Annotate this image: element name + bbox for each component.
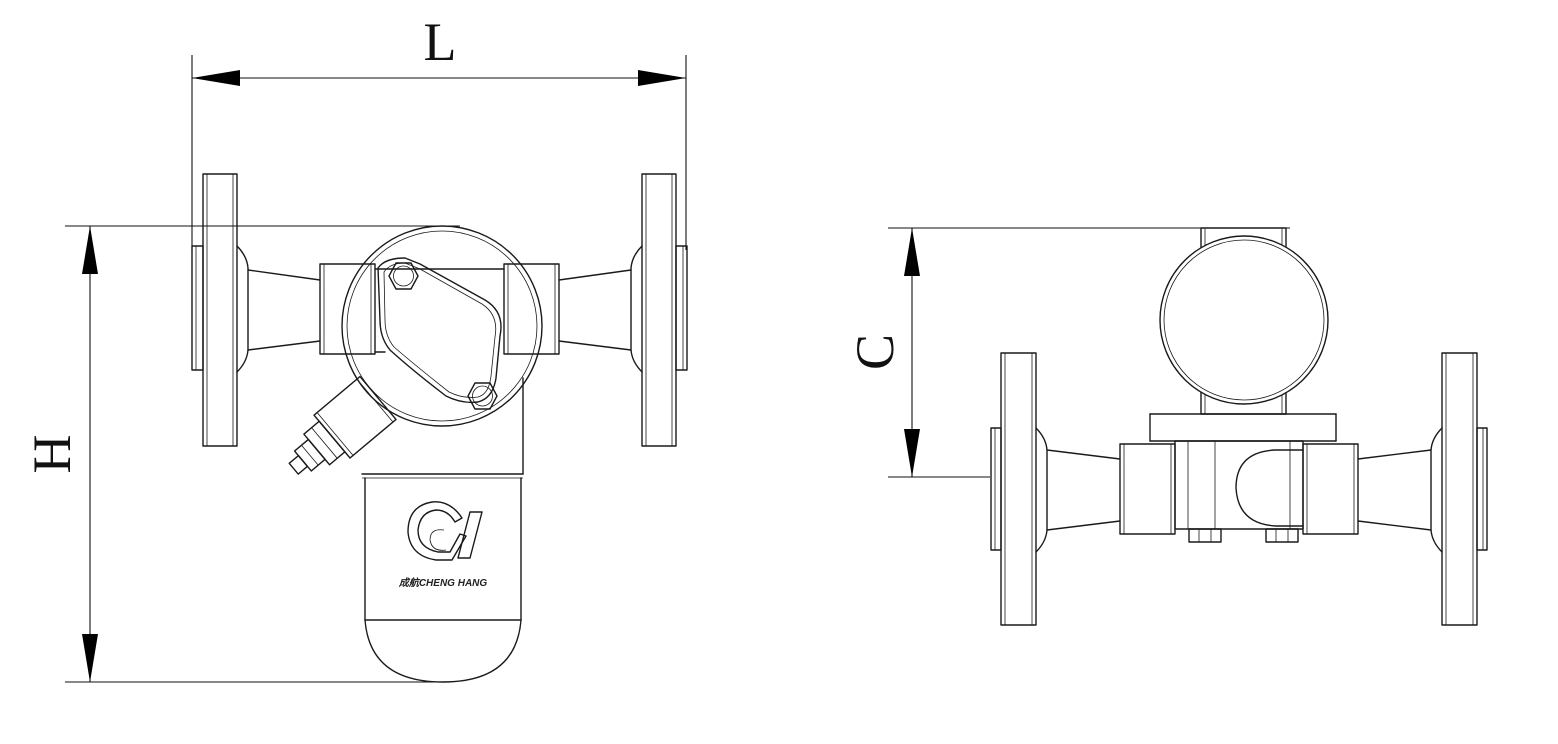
- arrow-up-icon: [904, 228, 920, 276]
- right-flange: [630, 173, 688, 447]
- logo-text: 成航CHENG HANG: [398, 577, 488, 589]
- pipe-tapers: [247, 269, 632, 351]
- arrow-left-icon: [192, 70, 240, 86]
- front-view: L H: [22, 12, 688, 683]
- dimension-center-label: C: [845, 334, 905, 370]
- side-body: [1149, 413, 1337, 530]
- side-left-union-nut: [1119, 443, 1176, 535]
- side-right-union-nut: [1302, 443, 1359, 535]
- arrow-down-icon: [82, 634, 98, 682]
- left-union-nut: [319, 263, 376, 355]
- dimension-height-label: H: [22, 435, 82, 474]
- dimension-length-label: L: [424, 12, 457, 72]
- side-bottom-nuts: [1188, 528, 1299, 543]
- bottom-bolt-icon: [467, 382, 498, 410]
- side-cap-housing: [1159, 227, 1329, 415]
- cheng-hang-logo-icon: [407, 501, 483, 561]
- arrow-right-icon: [638, 70, 686, 86]
- left-flange: [191, 173, 249, 447]
- arrow-up-icon: [82, 226, 98, 274]
- dimension-height: H: [22, 225, 460, 683]
- side-right-flange: [1430, 352, 1488, 626]
- side-plug: [288, 375, 397, 475]
- strainer-bowl: [361, 377, 524, 683]
- dimension-length: L: [191, 12, 687, 250]
- right-union-nut: [503, 263, 560, 355]
- top-bolt-icon: [388, 262, 419, 290]
- side-view: C: [845, 227, 1488, 626]
- side-pipe-tapers: [1046, 449, 1432, 531]
- brand-logo: 成航CHENG HANG: [398, 501, 488, 589]
- side-left-flange: [990, 352, 1048, 626]
- arrow-down-icon: [904, 429, 920, 477]
- trap-body: [341, 225, 543, 427]
